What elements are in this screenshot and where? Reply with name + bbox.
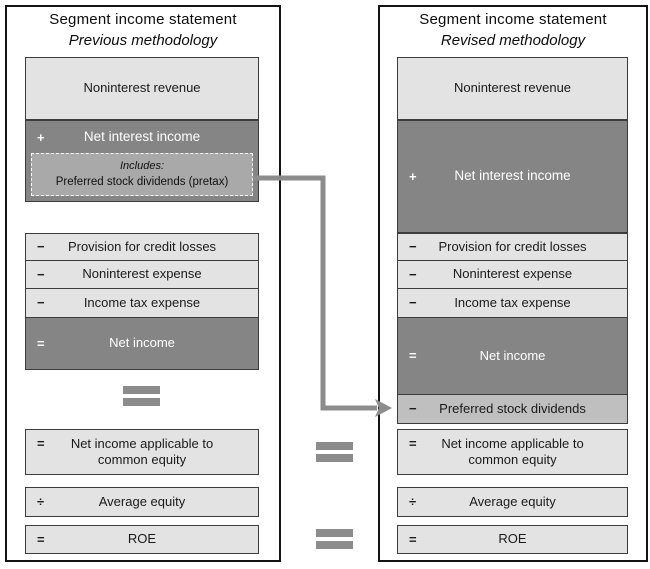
box-label: ROE xyxy=(127,531,157,547)
box-label: Average equity xyxy=(98,493,186,509)
box-label: Net interest income xyxy=(454,168,571,184)
minus-operator: − xyxy=(409,400,417,416)
panel-subtitle: Previous methodology xyxy=(68,32,218,49)
equals-sign-icon xyxy=(123,386,160,406)
includes-note-box: Includes: Preferred stock dividends (pre… xyxy=(31,153,253,196)
box-roe: = ROE xyxy=(25,525,259,554)
box-income-tax-expense: − Income tax expense xyxy=(397,288,628,318)
box-income-tax-expense: − Income tax expense xyxy=(25,288,259,318)
box-net-income-applicable-to-common-equity: = Net income applicable to common equity xyxy=(25,429,259,475)
equals-operator: = xyxy=(409,436,417,451)
box-label: Provision for credit losses xyxy=(67,238,217,254)
equals-sign-icon xyxy=(316,529,353,549)
equals-bar xyxy=(316,529,353,537)
box-label: Income tax expense xyxy=(83,294,201,310)
divide-operator: ÷ xyxy=(409,493,417,509)
equals-bar xyxy=(316,541,353,549)
equals-bar xyxy=(123,386,160,394)
equals-operator: = xyxy=(409,531,417,547)
box-net-interest-income: + Net interest income xyxy=(397,120,628,233)
box-net-income: = Net income xyxy=(397,317,628,395)
equals-operator: = xyxy=(37,531,45,547)
previous-methodology-panel: Segment income statement Previous method… xyxy=(5,5,281,562)
box-noninterest-revenue: Noninterest revenue xyxy=(25,57,259,120)
plus-operator: + xyxy=(37,129,45,145)
box-label: Noninterest expense xyxy=(452,266,573,282)
equals-sign-icon xyxy=(316,442,353,462)
minus-operator: − xyxy=(37,238,45,254)
box-label: Net income xyxy=(109,335,175,351)
box-provision-for-credit-losses: − Provision for credit losses xyxy=(397,233,628,261)
note-body: Preferred stock dividends (pretax) xyxy=(55,175,229,188)
box-label: Preferred stock dividends xyxy=(439,400,586,416)
box-label: Noninterest expense xyxy=(82,266,202,282)
box-label: Net interest income xyxy=(83,129,201,145)
box-noninterest-expense: − Noninterest expense xyxy=(25,260,259,289)
box-preferred-stock-dividends: − Preferred stock dividends xyxy=(397,394,628,424)
box-label: ROE xyxy=(498,531,527,547)
minus-operator: − xyxy=(409,266,417,282)
box-average-equity: ÷ Average equity xyxy=(397,487,628,517)
equals-operator: = xyxy=(409,347,417,363)
box-noninterest-expense: − Noninterest expense xyxy=(397,260,628,289)
minus-operator: − xyxy=(37,294,45,310)
box-net-income: = Net income xyxy=(25,317,259,370)
net-interest-income-row: + Net interest income xyxy=(26,121,258,154)
plus-operator: + xyxy=(409,168,417,184)
box-label: Income tax expense xyxy=(454,294,571,310)
box-net-income-applicable-to-common-equity: = Net income applicable to common equity xyxy=(397,429,628,475)
box-label: Provision for credit losses xyxy=(438,238,587,254)
equals-bar xyxy=(316,442,353,450)
minus-operator: − xyxy=(409,294,417,310)
minus-operator: − xyxy=(409,238,417,254)
box-average-equity: ÷ Average equity xyxy=(25,487,259,517)
panel-title: Segment income statement xyxy=(419,11,607,28)
box-label: Noninterest revenue xyxy=(83,80,201,96)
box-noninterest-revenue: Noninterest revenue xyxy=(397,57,628,120)
equals-operator: = xyxy=(37,335,45,351)
divide-operator: ÷ xyxy=(37,493,45,509)
box-roe: = ROE xyxy=(397,525,628,554)
note-heading: Includes: xyxy=(119,159,165,172)
equals-bar xyxy=(123,398,160,406)
panel-title: Segment income statement xyxy=(49,11,237,28)
box-net-interest-income: + Net interest income Includes: Preferre… xyxy=(25,120,259,202)
box-label: Net income xyxy=(479,347,546,363)
box-label: Net income applicable to common equity xyxy=(441,435,584,467)
equals-bar xyxy=(316,454,353,462)
box-label: Net income applicable to common equity xyxy=(70,435,214,467)
box-label: Average equity xyxy=(469,493,556,509)
minus-operator: − xyxy=(37,266,45,282)
revised-methodology-panel: Segment income statement Revised methodo… xyxy=(378,5,648,562)
box-label: Noninterest revenue xyxy=(453,80,572,96)
panel-subtitle: Revised methodology xyxy=(440,32,586,49)
equals-operator: = xyxy=(37,436,45,451)
box-provision-for-credit-losses: − Provision for credit losses xyxy=(25,233,259,261)
